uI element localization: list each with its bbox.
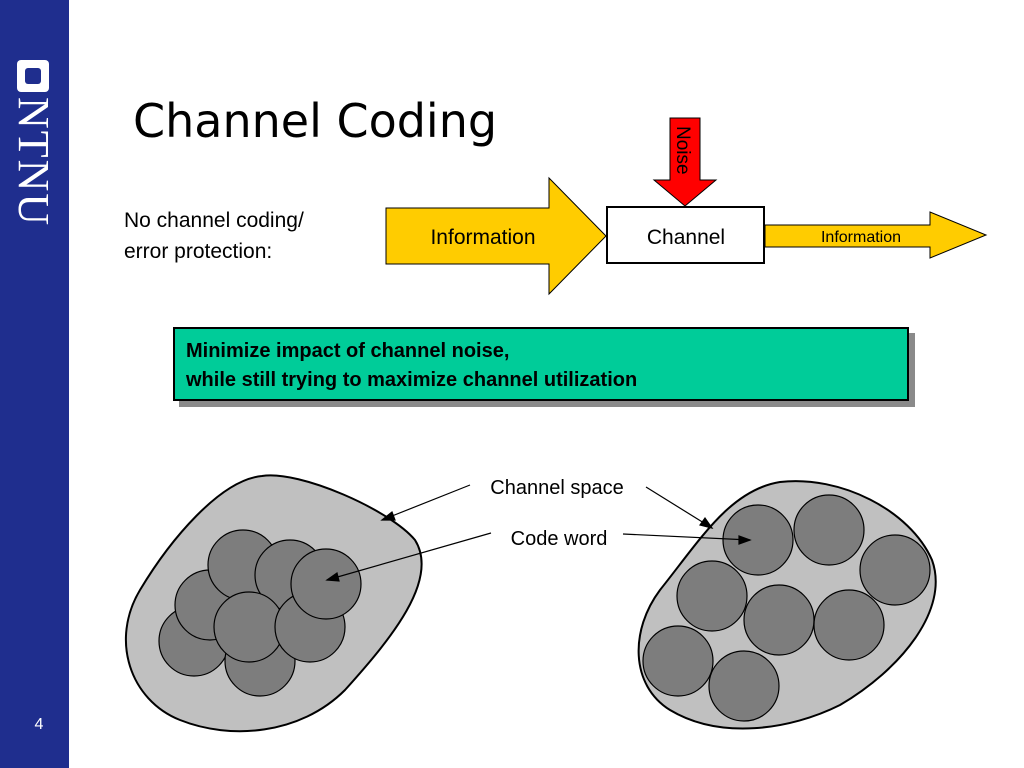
code-word-circle xyxy=(813,589,885,661)
no-coding-label: No channel coding/ error protection: xyxy=(124,205,304,267)
noise-arrow-label: Noise xyxy=(672,126,693,175)
annotation-pointers xyxy=(325,484,752,582)
code-word-circle xyxy=(213,591,285,663)
code-word-circle xyxy=(676,560,748,632)
output-arrow xyxy=(764,211,988,259)
code-word-pointer-left xyxy=(326,532,492,581)
no-coding-label-line2: error protection: xyxy=(124,240,273,263)
input-arrow-label: Information xyxy=(430,226,535,249)
code-words-left xyxy=(158,529,362,697)
sidebar: NTNU 4 xyxy=(0,0,69,768)
code-word-circle xyxy=(743,584,815,656)
page-number: 4 xyxy=(34,716,44,733)
code-word-label: Code word xyxy=(511,528,608,550)
noise-arrow xyxy=(652,117,718,207)
slide-title: Channel Coding xyxy=(133,94,498,148)
input-arrow xyxy=(385,176,607,296)
code-word-circle xyxy=(722,504,794,576)
goal-line1: Minimize impact of channel noise, xyxy=(186,340,510,362)
channel-box-label: Channel xyxy=(647,226,725,249)
code-word-circle xyxy=(290,548,362,620)
channel-space-label: Channel space xyxy=(490,477,623,499)
channel-box xyxy=(606,206,765,264)
code-word-circle xyxy=(793,494,865,566)
channel-space-pointer-right xyxy=(645,486,713,529)
no-coding-label-line1: No channel coding/ xyxy=(124,209,304,232)
code-word-circle xyxy=(859,534,931,606)
goal-box: Minimize impact of channel noise, while … xyxy=(173,327,909,401)
channel-space-pointer-left xyxy=(381,484,471,521)
ntnu-logo-icon xyxy=(17,60,49,92)
code-word-pointer-right xyxy=(622,533,751,541)
output-arrow-label: Information xyxy=(821,229,901,246)
code-word-circle xyxy=(642,625,714,697)
goal-line2: while still trying to maximize channel u… xyxy=(186,369,638,391)
code-word-circle xyxy=(708,650,780,722)
code-words-right xyxy=(642,494,931,722)
